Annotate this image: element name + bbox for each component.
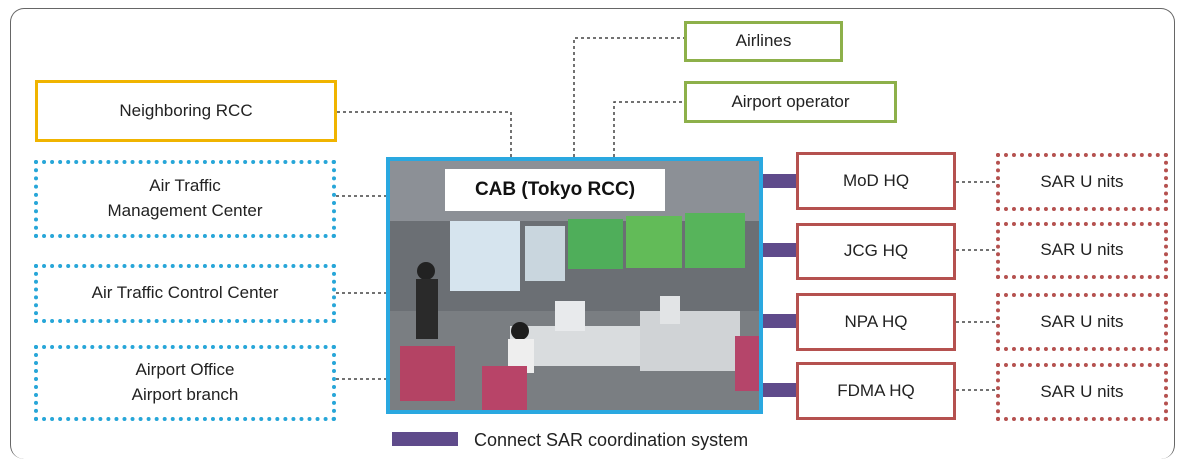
legend-swatch [392, 432, 458, 446]
line-airport-operator [613, 101, 684, 157]
node-sar-units-fdma: SAR U nits [996, 363, 1168, 421]
sar-connector-jcg [763, 243, 797, 257]
center-node-cab: CAB (Tokyo RCC) [386, 157, 763, 414]
node-jcg-hq: JCG HQ [796, 223, 956, 280]
node-label-line: Airport Office [135, 360, 235, 380]
node-sar-units-npa: SAR U nits [996, 293, 1168, 351]
node-neighboring-rcc: Neighboring RCC [35, 80, 337, 142]
node-sar-units-jcg: SAR U nits [996, 222, 1168, 279]
line-neighboring-rcc [337, 111, 512, 157]
node-airport-office: Airport Office Airport branch [34, 345, 336, 421]
node-fdma-hq: FDMA HQ [796, 362, 956, 420]
node-npa-hq: NPA HQ [796, 293, 956, 351]
node-label: MoD HQ [842, 170, 910, 190]
node-airport-operator: Airport operator [684, 81, 897, 123]
node-mod-hq: MoD HQ [796, 152, 956, 210]
node-label: SAR U nits [1040, 240, 1124, 260]
legend-label: Connect SAR coordination system [474, 430, 749, 450]
center-title: CAB (Tokyo RCC) [445, 169, 665, 211]
node-label: Airlines [735, 31, 792, 51]
node-airlines: Airlines [684, 21, 843, 62]
node-label: SAR U nits [1040, 381, 1124, 401]
node-label: NPA HQ [844, 311, 908, 331]
node-label: Neighboring RCC [119, 100, 253, 120]
node-atmc: Air Traffic Management Center [34, 160, 336, 238]
node-label-line: Management Center [107, 201, 263, 220]
node-label: Airport operator [731, 91, 850, 111]
sar-connector-fdma [763, 383, 797, 397]
node-label: FDMA HQ [837, 380, 915, 400]
node-label: SAR U nits [1040, 171, 1124, 191]
sar-connector-mod [763, 174, 797, 188]
line-airlines [573, 37, 684, 157]
node-label: JCG HQ [843, 241, 909, 261]
node-sar-units-mod: SAR U nits [996, 153, 1168, 211]
node-label: SAR U nits [1040, 311, 1124, 331]
node-label-line: Airport branch [131, 385, 239, 404]
node-label-line: Air Traffic [149, 176, 221, 196]
node-atcc: Air Traffic Control Center [34, 264, 336, 323]
diagram-frame [10, 8, 1175, 459]
sar-connector-npa [763, 314, 797, 328]
node-label: Air Traffic Control Center [91, 283, 279, 303]
